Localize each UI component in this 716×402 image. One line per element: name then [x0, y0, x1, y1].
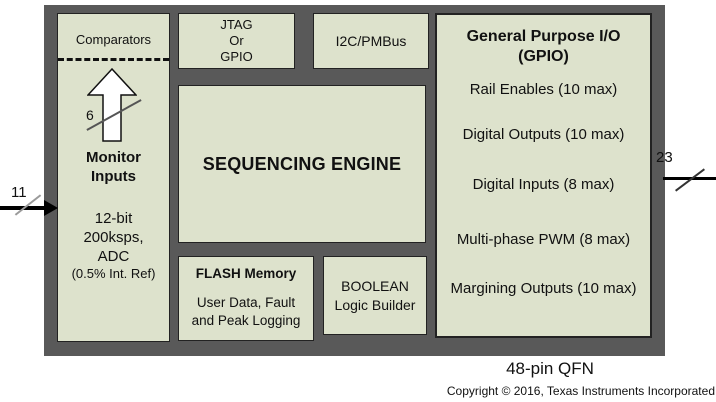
jtag-block: JTAG Or GPIO — [178, 13, 295, 69]
flash-memory-title: FLASH Memory — [195, 266, 297, 281]
output-bus-slash-icon — [675, 168, 705, 192]
monitor-inputs-block: Comparators 6 Monitor Inputs 12-bit 200k… — [57, 13, 170, 342]
copyright-text: Copyright © 2016, Texas Instruments Inco… — [446, 384, 715, 398]
flash-memory-block: FLASH Memory User Data, Fault and Peak L… — [178, 256, 314, 341]
adc-label: 12-bit 200ksps, ADC — [83, 210, 144, 265]
flash-memory-body: User Data, Fault and Peak Logging — [191, 295, 301, 328]
gpio-item-multiphase-pwm: Multi-phase PWM (8 max) — [456, 231, 631, 248]
gpio-item-digital-outputs: Digital Outputs (10 max) — [462, 126, 625, 143]
adc-ref-label: (0.5% Int. Ref) — [71, 266, 156, 281]
gpio-item-rail-enables: Rail Enables (10 max) — [469, 81, 618, 98]
i2c-pmbus-block: I2C/PMBus — [313, 13, 429, 69]
sequencing-engine-block: SEQUENCING ENGINE — [178, 85, 426, 243]
boolean-logic-block: BOOLEAN Logic Builder — [323, 256, 427, 335]
monitor-inputs-label: Monitor Inputs — [86, 149, 141, 185]
gpio-block: General Purpose I/O (GPIO) Rail Enables … — [435, 13, 652, 338]
up-arrow-icon — [87, 68, 137, 142]
comparators-label: Comparators — [75, 32, 152, 47]
dashed-divider — [58, 58, 169, 61]
output-bus-width-label: 23 — [656, 149, 673, 166]
input-arrow-icon — [44, 200, 58, 216]
package-label: 48-pin QFN — [506, 359, 594, 378]
gpio-title: General Purpose I/O (GPIO) — [466, 28, 621, 65]
input-bus-width-label: 11 — [11, 184, 27, 201]
gpio-item-digital-inputs: Digital Inputs (8 max) — [472, 176, 615, 193]
bus-width-6-label: 6 — [86, 107, 94, 123]
gpio-item-margining-outputs: Margining Outputs (10 max) — [450, 280, 637, 297]
